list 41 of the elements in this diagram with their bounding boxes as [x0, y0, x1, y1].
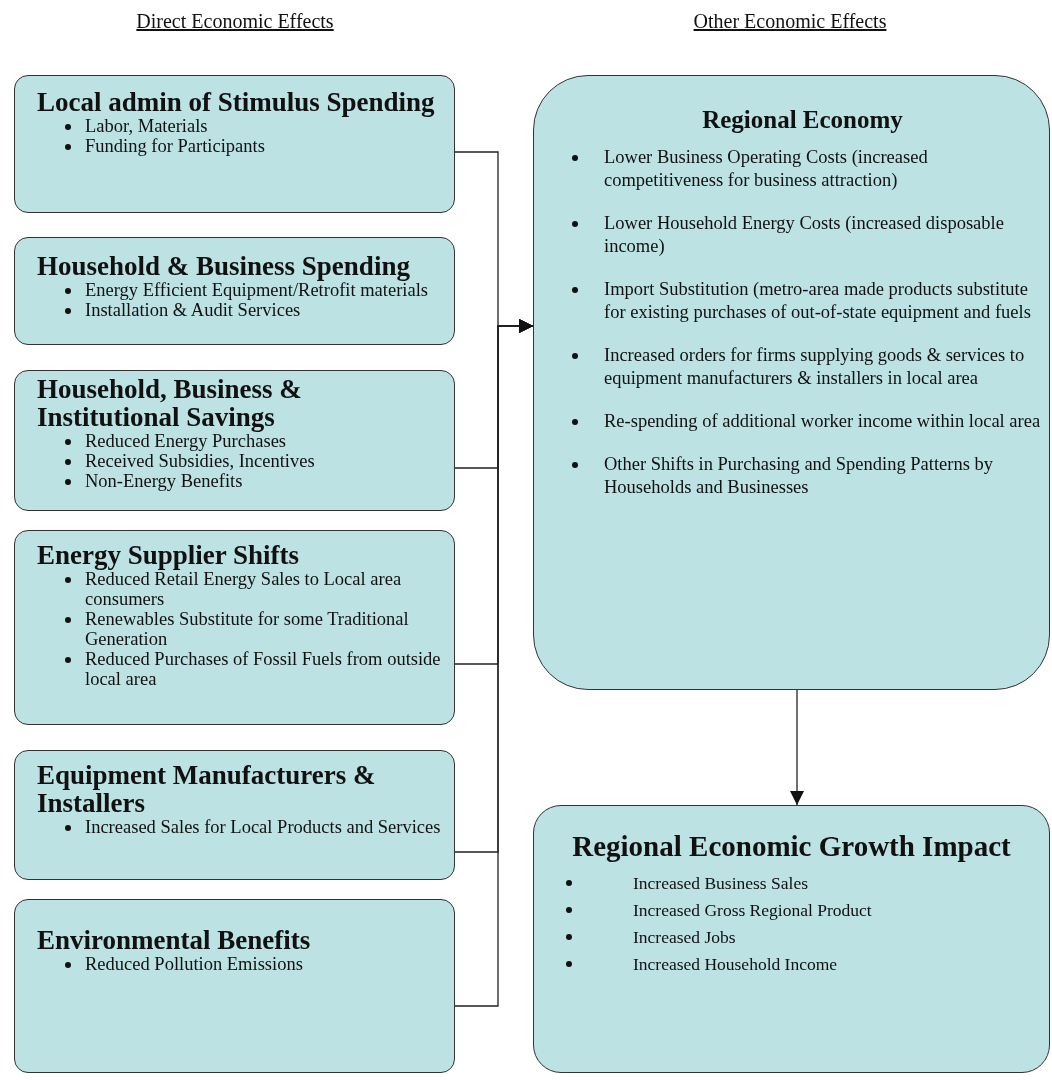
bullet-item: Increased orders for firms supplying goods & services to equipment manufacturers & installers in local area	[604, 344, 1026, 390]
process-box	[14, 370, 455, 511]
bullet-item: Other Shifts in Purchasing and Spending Patterns by Households and Businesses	[604, 453, 994, 499]
box-heading: Household, Business & Institutional Savings	[37, 375, 303, 431]
column-heading: Direct Economic Effects	[136, 10, 334, 33]
box-heading: Regional Economic Growth Impact	[571, 832, 1012, 860]
bullet-item: Increased Jobs	[633, 926, 737, 949]
box-heading: Equipment Manufacturers & Installers	[37, 761, 377, 817]
bullet-item: Reduced Purchases of Fossil Fuels from outside local area	[85, 649, 442, 689]
box-heading: Environmental Benefits	[37, 926, 312, 954]
bullet-item: Increased Sales for Local Products and Services	[85, 817, 442, 837]
arrow	[790, 689, 804, 806]
bullet-item: Received Subsidies, Incentives	[85, 451, 316, 471]
bullet-item: Renewables Substitute for some Traditional Generation	[85, 609, 410, 649]
bullet-item: Non-Energy Benefits	[85, 471, 244, 491]
process-box	[14, 237, 455, 345]
process-box	[533, 805, 1050, 1073]
bullet-item: Installation & Audit Services	[85, 300, 302, 320]
arrow	[454, 319, 534, 1007]
box-heading: Energy Supplier Shifts	[37, 541, 301, 569]
bullet-item: Lower Business Operating Costs (increased competitiveness for business attraction)	[604, 146, 929, 192]
bullet-item: Lower Household Energy Costs (increased disposable income)	[604, 212, 1005, 258]
box-heading: Regional Economy	[701, 106, 904, 134]
bullet-item: Reduced Energy Purchases	[85, 431, 288, 451]
bullet-item: Funding for Participants	[85, 136, 266, 156]
box-heading: Local admin of Stimulus Spending	[37, 88, 436, 116]
process-box	[14, 75, 455, 213]
bullet-item: Reduced Pollution Emissions	[85, 954, 304, 974]
bullet-item: Increased Business Sales	[633, 872, 809, 895]
process-box	[533, 75, 1050, 690]
process-box	[14, 899, 455, 1073]
process-box	[14, 750, 455, 880]
bullet-item: Import Substitution (metro-area made products substitute for existing purchases of out-of-state equipment and fuels	[604, 278, 1032, 324]
bullet-item: Labor, Materials	[85, 116, 209, 136]
process-box	[14, 530, 455, 725]
column-heading: Other Economic Effects	[693, 10, 887, 33]
bullet-item: Energy Efficient Equipment/Retrofit materials	[85, 280, 429, 300]
bullet-item: Increased Household Income	[633, 953, 839, 976]
bullet-item: Re-spending of additional worker income within local area	[604, 410, 1041, 433]
bullet-item: Reduced Retail Energy Sales to Local area consumers	[85, 569, 403, 609]
bullet-item: Increased Gross Regional Product	[633, 899, 873, 922]
